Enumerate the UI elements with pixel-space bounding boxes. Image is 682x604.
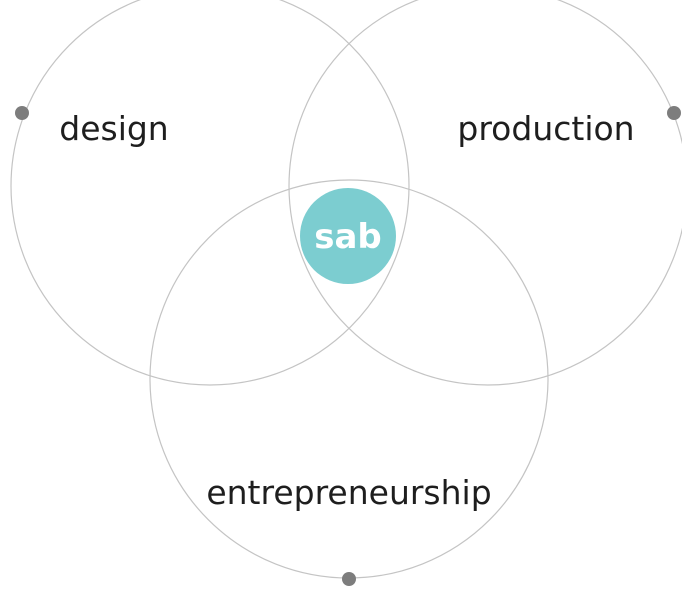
design-circle xyxy=(10,0,410,386)
sab-logo-badge xyxy=(300,188,396,284)
production-label: production xyxy=(457,109,634,148)
sab-logo-text: sab xyxy=(314,217,382,257)
design-marker-dot xyxy=(15,106,29,120)
production-marker-dot xyxy=(667,106,681,120)
production-circle xyxy=(288,0,682,386)
entrepreneurship-marker-dot xyxy=(342,572,356,586)
entrepreneurship-label: entrepreneurship xyxy=(206,473,491,512)
design-label: design xyxy=(59,109,168,148)
